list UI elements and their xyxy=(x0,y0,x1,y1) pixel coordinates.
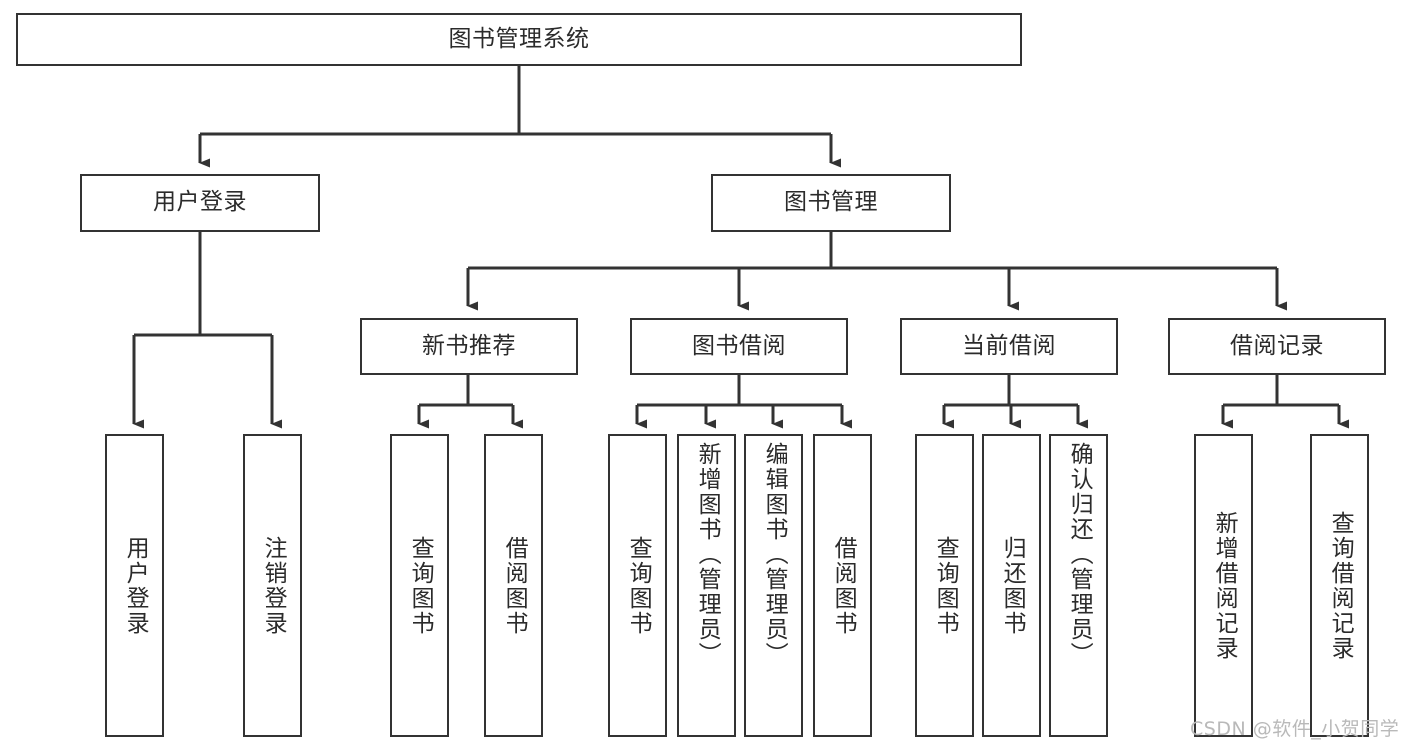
node-book-management[interactable]: 图书管理 xyxy=(711,174,951,232)
node-current-return-book[interactable]: 归还图书 xyxy=(982,434,1041,737)
node-user-login[interactable]: 用户登录 xyxy=(80,174,320,232)
node-borrow-query-book[interactable]: 查询图书 xyxy=(608,434,667,737)
node-newbook-query-book[interactable]: 查询图书 xyxy=(390,434,449,737)
node-login-logout[interactable]: 注销登录 xyxy=(243,434,302,737)
node-current-confirm-return[interactable]: 确认归还（管理员） xyxy=(1049,434,1108,737)
csdn-watermark: CSDN @软件_小贺同学 xyxy=(1190,718,1400,740)
node-borrow-lend-book[interactable]: 借阅图书 xyxy=(813,434,872,737)
node-book-borrow[interactable]: 图书借阅 xyxy=(630,318,848,375)
node-new-book-recommend[interactable]: 新书推荐 xyxy=(360,318,578,375)
node-current-borrow[interactable]: 当前借阅 xyxy=(900,318,1118,375)
node-root[interactable]: 图书管理系统 xyxy=(16,13,1022,66)
node-newbook-borrow-book[interactable]: 借阅图书 xyxy=(484,434,543,737)
node-borrow-add-book[interactable]: 新增图书（管理员） xyxy=(677,434,736,737)
node-records-add-record[interactable]: 新增借阅记录 xyxy=(1194,434,1253,737)
node-current-query-book[interactable]: 查询图书 xyxy=(915,434,974,737)
node-login-user[interactable]: 用户登录 xyxy=(105,434,164,737)
node-borrow-edit-book[interactable]: 编辑图书（管理员） xyxy=(744,434,803,737)
node-borrow-records[interactable]: 借阅记录 xyxy=(1168,318,1386,375)
node-records-query-record[interactable]: 查询借阅记录 xyxy=(1310,434,1369,737)
